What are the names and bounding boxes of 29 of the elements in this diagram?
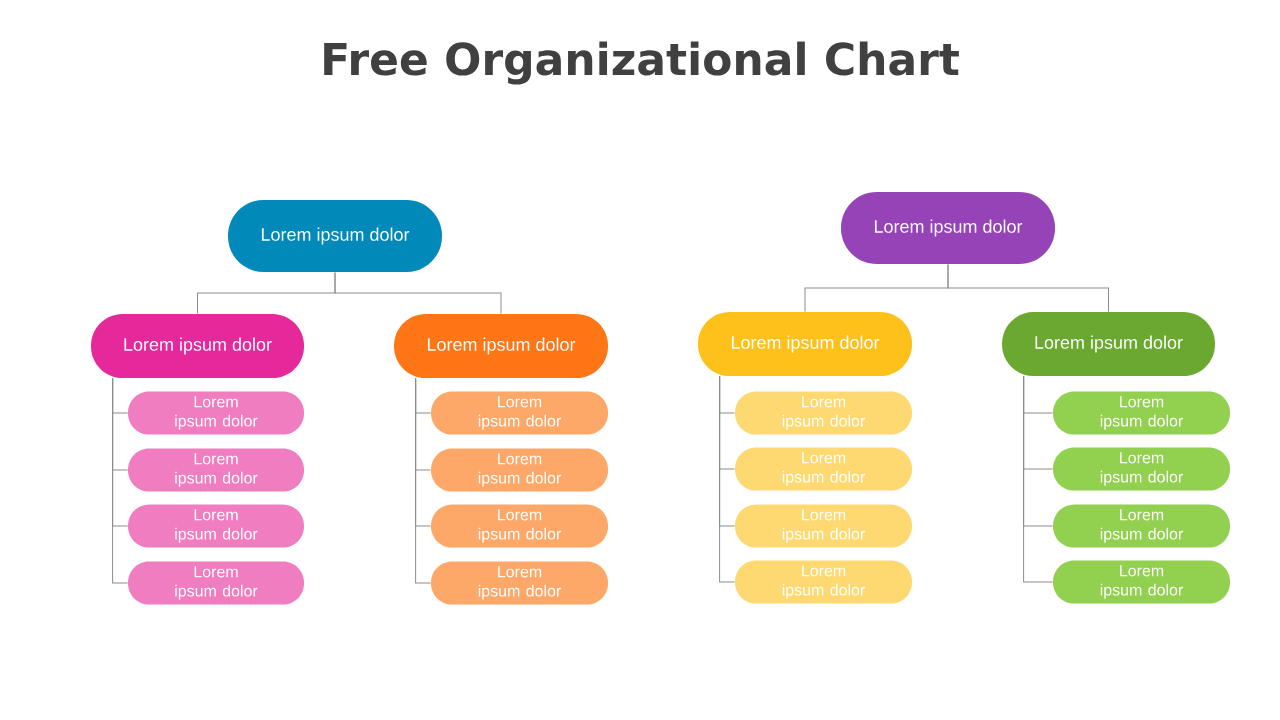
department-box: Lorem ipsum dolor	[1002, 312, 1215, 376]
connector-line	[112, 377, 129, 584]
connector-line	[334, 271, 502, 315]
team-box: Lorem ipsum dolor	[128, 448, 304, 492]
department-box: Lorem ipsum dolor	[698, 312, 912, 376]
team-box: Lorem ipsum dolor	[735, 391, 912, 435]
team-box: Lorem ipsum dolor	[1053, 391, 1230, 435]
team-box: Lorem ipsum dolor	[735, 560, 912, 604]
team-box: Lorem ipsum dolor	[1053, 560, 1230, 604]
team-box: Lorem ipsum dolor	[1053, 447, 1230, 491]
team-box: Lorem ipsum dolor	[128, 561, 304, 605]
title: Free Organizational Chart	[324, 41, 959, 85]
department-box: Lorem ipsum dolor	[228, 200, 442, 272]
team-box: Lorem ipsum dolor	[128, 504, 304, 548]
team-box: Lorem ipsum dolor	[735, 504, 912, 548]
team-box: Lorem ipsum dolor	[431, 448, 608, 492]
team-box: Lorem ipsum dolor	[128, 391, 304, 435]
department-box: Lorem ipsum dolor	[394, 314, 608, 378]
team-box: Lorem ipsum dolor	[431, 391, 608, 435]
team-box: Lorem ipsum dolor	[431, 561, 608, 605]
connector-line	[719, 375, 736, 583]
department-box: Lorem ipsum dolor	[841, 192, 1055, 264]
department-box: Lorem ipsum dolor	[91, 314, 304, 378]
connector-line	[1023, 375, 1054, 583]
connector-line	[947, 263, 1109, 313]
team-box: Lorem ipsum dolor	[735, 447, 912, 491]
team-box: Lorem ipsum dolor	[1053, 504, 1230, 548]
connector-line	[415, 377, 432, 584]
team-box: Lorem ipsum dolor	[431, 504, 608, 548]
